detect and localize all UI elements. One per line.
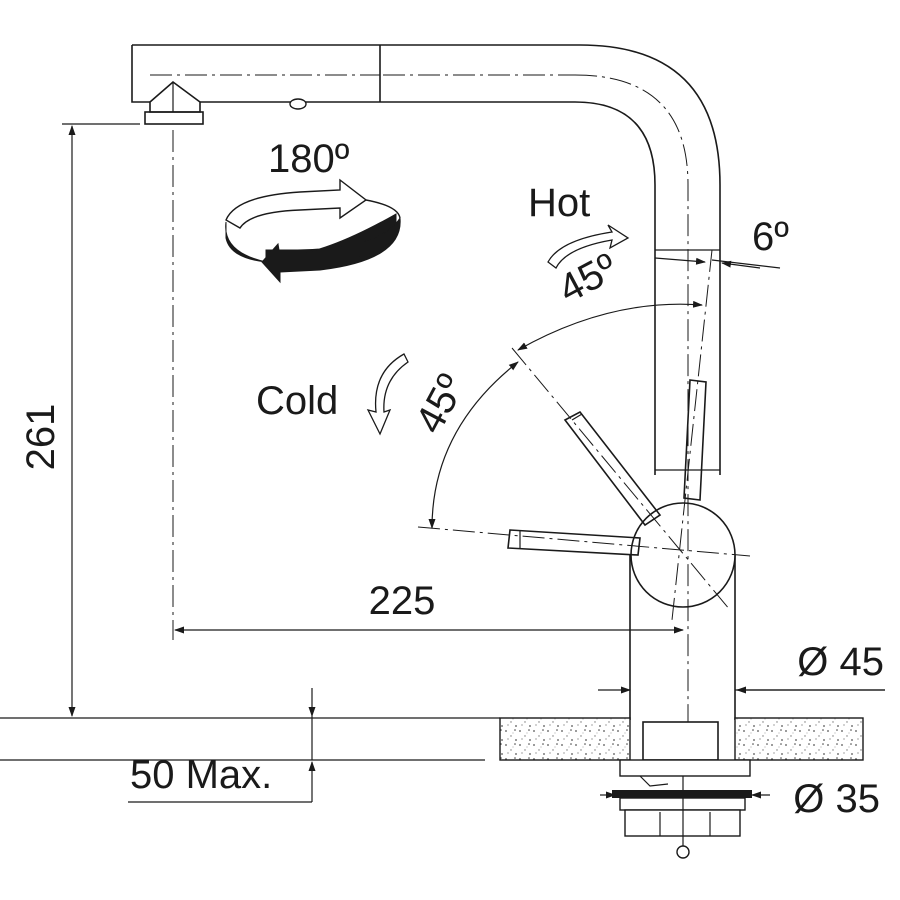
aerator-nozzle: [144, 80, 307, 125]
rotation-label: 180º: [268, 137, 350, 181]
hot-angle-arc: [517, 300, 703, 351]
tube-diameter-label: Ø 45: [797, 640, 884, 684]
dimension-small-angle: [654, 257, 781, 269]
hot-label: Hot: [528, 181, 590, 225]
mount-diameter-label: Ø 35: [793, 777, 880, 821]
rotation-arrow: [225, 178, 401, 284]
lever-hot-position: [683, 379, 707, 501]
lever-hub: [630, 502, 736, 608]
reach-dimension-label: 225: [369, 579, 436, 623]
cold-angle-arc: [428, 361, 519, 529]
dimension-height: [0, 123, 500, 719]
dimension-counter-thickness: [0, 688, 485, 803]
counter-thickness-label: 50 Max.: [130, 753, 272, 797]
center-lines: [150, 74, 751, 740]
cold-label: Cold: [256, 379, 338, 423]
small-angle-label: 6º: [752, 215, 789, 259]
cold-angle-label: 45º: [407, 367, 474, 440]
lever-cold-position: [507, 529, 641, 556]
cold-direction-arrow: [366, 353, 409, 436]
height-dimension-label: 261: [19, 404, 63, 471]
mounting-hardware: [612, 759, 752, 859]
countertop: [499, 717, 864, 761]
lever-middle-position: [563, 410, 662, 527]
hot-direction-arrow: [547, 224, 630, 269]
